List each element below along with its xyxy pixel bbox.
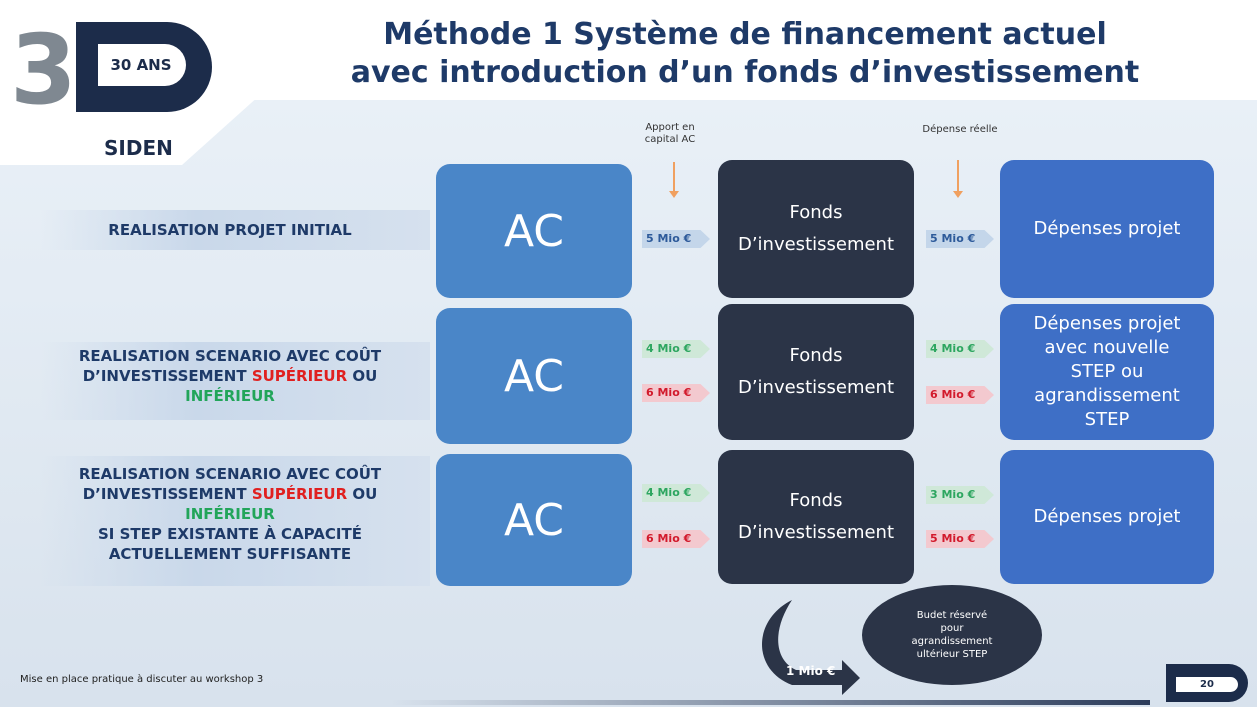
row-1-fonds-line-2: D’investissement [737, 234, 895, 255]
budget-reserve-ellipse: Budet réservé pour agrandissement ultéri… [862, 585, 1042, 685]
budget-line-2: pour [940, 623, 964, 634]
footer-bar [390, 700, 1150, 705]
row-2-depenses-line-5: STEP [1084, 409, 1130, 430]
row-1-ac-box: AC [436, 164, 632, 298]
apport-note-line-1: Apport en [645, 122, 695, 133]
siden-logo: 3 30 ANS SIDEN [6, 8, 236, 160]
apport-note: Apport en capital AC [630, 122, 710, 146]
page-badge: 20 [1166, 664, 1254, 704]
depense-note: Dépense réelle [922, 124, 998, 135]
row-2-depense-tag-red: 6 Mio € [926, 386, 994, 404]
row-3-depense-tag-red: 5 Mio € [926, 530, 994, 548]
apport-note-line-2: capital AC [644, 134, 696, 145]
budget-line-3: agrandissement [911, 636, 993, 647]
row-2-label-text: D’INVESTISSEMENT [82, 367, 252, 385]
row-1-band [40, 210, 430, 250]
row-3-depense-tag-green: 3 Mio € [926, 486, 994, 504]
row-1-label: REALISATION PROJET INITIAL [108, 221, 352, 239]
row-2-inferieur: INFÉRIEUR [185, 387, 275, 405]
row-2-depenses-box: Dépenses projet avec nouvelle STEP ou ag… [1000, 304, 1214, 440]
page-number: 20 [1200, 679, 1214, 690]
row-2-band [40, 342, 430, 420]
row-2-label: REALISATION SCENARIO AVEC COÛT D’INVESTI… [40, 346, 420, 406]
page-badge-inner [1176, 677, 1238, 692]
row-3-label-line-4: SI STEP EXISTANTE À CAPACITÉ [98, 525, 362, 543]
row-1-depenses-box: Dépenses projet [1000, 160, 1214, 298]
row-3-depenses-box: Dépenses projet [1000, 450, 1214, 584]
row-2-depenses-line-2: avec nouvelle [1044, 337, 1170, 358]
row-3-fonds-line-1: Fonds [789, 490, 843, 511]
row-2-ou: OU [347, 367, 378, 385]
title-line-2: avec introduction d’un fonds d’investiss… [350, 55, 1140, 90]
row-3-label-line-5: ACTUELLEMENT SUFFISANTE [108, 545, 352, 563]
row-3-ou: OU [347, 485, 378, 503]
row-3-inferieur: INFÉRIEUR [185, 505, 275, 523]
logo-years: 30 ANS [110, 56, 172, 74]
row-2-fonds-line-2: D’investissement [737, 377, 895, 398]
row-2-depenses-line-4: agrandissement [1034, 385, 1180, 406]
row-1-fonds-box: Fonds D’investissement [718, 160, 914, 298]
row-2-label-line-2: D’INVESTISSEMENT SUPÉRIEUR OU [40, 366, 420, 386]
title-line-1: Méthode 1 Système de financement actuel [383, 17, 1107, 52]
row-1-fonds-line-1: Fonds [789, 202, 843, 223]
row-2-depense-tag-green: 4 Mio € [926, 340, 994, 358]
logo-number: 3 [10, 14, 77, 126]
row-2-ac-box: AC [436, 308, 632, 444]
budget-line-4: ultérieur STEP [916, 649, 988, 660]
row-3-label-line-1: REALISATION SCENARIO AVEC COÛT [78, 465, 382, 483]
row-3-apport-tag-green: 4 Mio € [642, 484, 710, 502]
footnote: Mise en place pratique à discuter au wor… [20, 674, 264, 685]
row-3-label-line-2: D’INVESTISSEMENT SUPÉRIEUR OU [40, 484, 420, 504]
transfer-curve-arrow [762, 600, 860, 695]
transfer-amount: 1 Mio € [786, 664, 836, 678]
row-2-label-line-1: REALISATION SCENARIO AVEC COÛT [78, 347, 382, 365]
row-3-superieur: SUPÉRIEUR [251, 485, 348, 503]
row-3-fonds-box: Fonds D’investissement [718, 450, 914, 584]
row-3-label: REALISATION SCENARIO AVEC COÛT D’INVESTI… [40, 464, 420, 564]
row-2-fonds-box: Fonds D’investissement [718, 304, 914, 440]
logo-brand: SIDEN [104, 136, 173, 160]
row-1-apport-tag: 5 Mio € [642, 230, 710, 248]
depense-arrow [953, 160, 963, 198]
row-3-ac-box: AC [436, 454, 632, 586]
row-2-superieur: SUPÉRIEUR [251, 367, 348, 385]
logo-zero-inner [98, 44, 186, 86]
row-3-fonds-line-2: D’investissement [737, 522, 895, 543]
apport-arrow [669, 162, 679, 198]
budget-line-1: Budet réservé [916, 610, 988, 621]
row-1-depense-tag: 5 Mio € [926, 230, 994, 248]
row-3-label-text: D’INVESTISSEMENT [82, 485, 252, 503]
row-2-depenses-line-3: STEP ou [1070, 361, 1144, 382]
row-2-apport-tag-green: 4 Mio € [642, 340, 710, 358]
row-3-apport-tag-red: 6 Mio € [642, 530, 710, 548]
page-title: Méthode 1 Système de financement actuel … [330, 16, 1160, 92]
row-2-fonds-line-1: Fonds [789, 345, 843, 366]
row-2-depenses-line-1: Dépenses projet [1033, 313, 1181, 334]
row-2-apport-tag-red: 6 Mio € [642, 384, 710, 402]
row-3-band [40, 456, 430, 586]
